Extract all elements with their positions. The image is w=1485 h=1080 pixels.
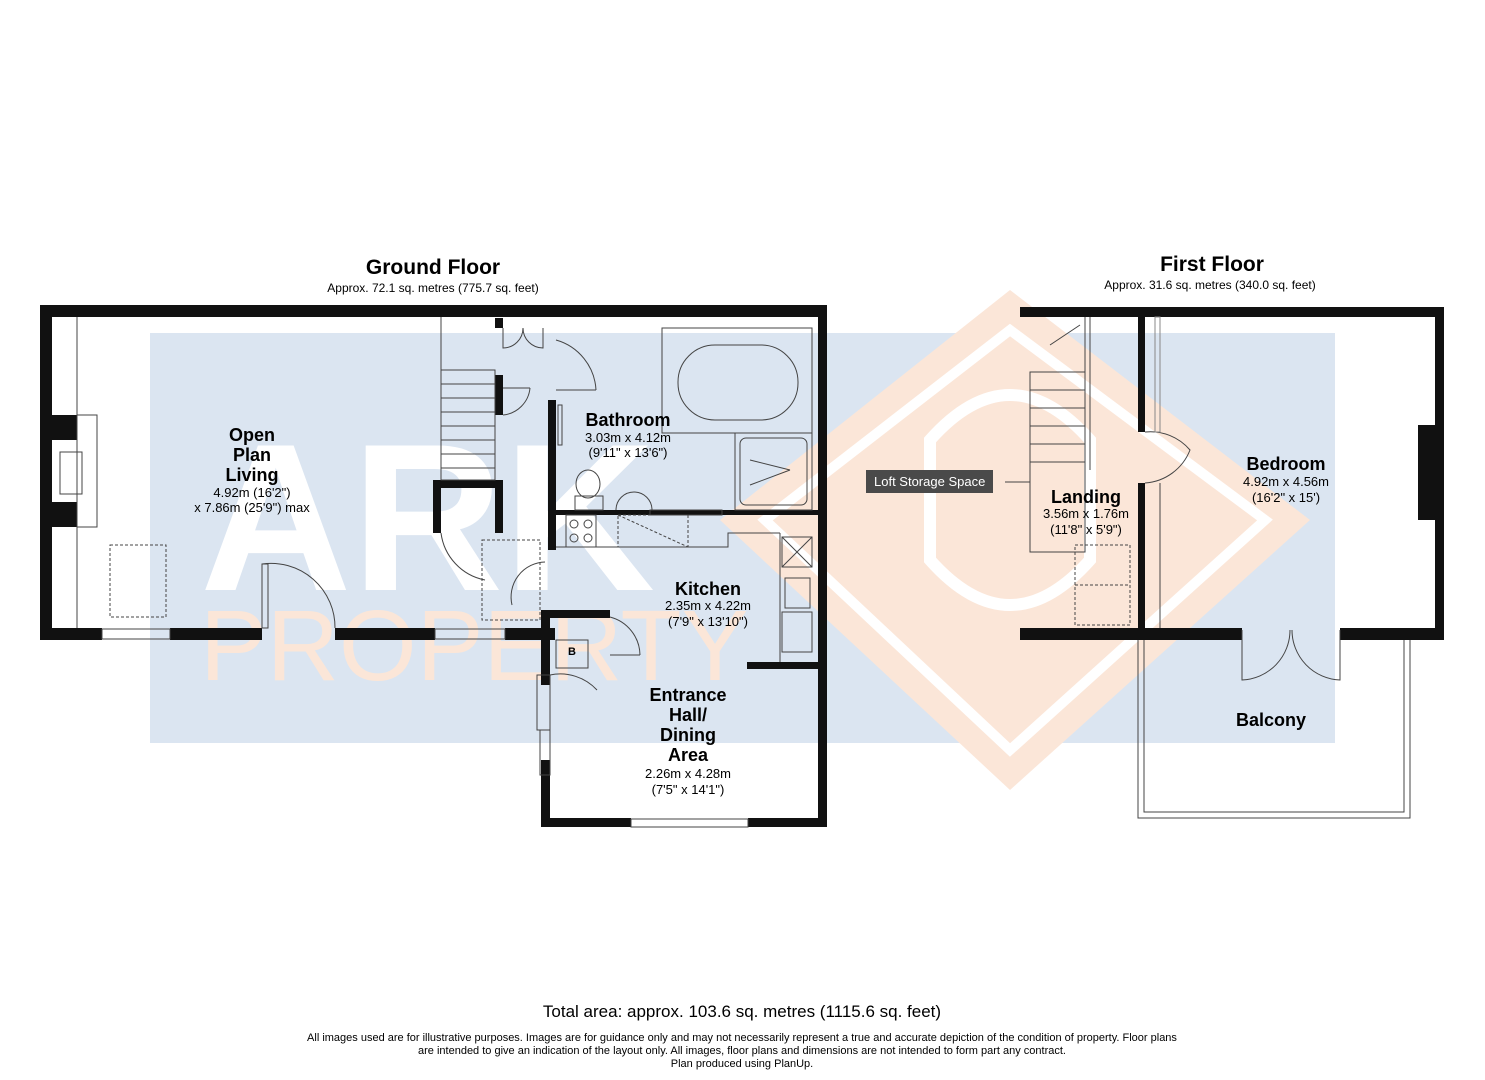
- room-name-entrance-4: Area: [667, 745, 709, 765]
- watermark-text-ark: ARK: [200, 400, 655, 635]
- disclaimer-line-1: All images used are for illustrative pur…: [307, 1032, 1177, 1044]
- room-name-living-3: Living: [225, 465, 279, 485]
- ground-floor-walls: [40, 305, 827, 827]
- first-floor-area: Approx. 31.6 sq. metres (340.0 sq. feet): [1104, 278, 1316, 292]
- disclaimer-line-3: Plan produced using PlanUp.: [670, 1058, 814, 1070]
- room-name-entrance-1: Entrance: [649, 685, 727, 705]
- room-dim-bedroom-1: 4.92m x 4.56m: [1243, 474, 1329, 489]
- first-floor-fixtures: [1005, 316, 1411, 819]
- first-floor-title: First Floor: [1160, 253, 1264, 276]
- room-name-living-1: Open: [228, 425, 275, 445]
- room-dim-living-1: 4.92m (16'2"): [213, 485, 291, 500]
- room-dim-entrance-2: (7'5" x 14'1"): [651, 782, 725, 797]
- boiler-label: B: [568, 646, 576, 658]
- room-name-balcony: Balcony: [1235, 710, 1307, 730]
- room-dim-landing-1: 3.56m x 1.76m: [1043, 506, 1129, 521]
- watermark-logo: ARK PROPERTY: [150, 290, 1335, 790]
- room-name-landing: Landing: [1051, 487, 1121, 507]
- room-dim-entrance-1: 2.26m x 4.28m: [645, 766, 731, 781]
- ground-floor-fixtures: [59, 317, 813, 828]
- room-dim-bathroom-2: (9'11" x 13'6"): [588, 445, 668, 460]
- disclaimer-line-2: are intended to give an indication of th…: [418, 1045, 1066, 1057]
- room-name-entrance-2: Hall/: [668, 705, 707, 725]
- room-name-kitchen: Kitchen: [674, 579, 741, 599]
- room-name-bathroom: Bathroom: [585, 410, 671, 430]
- room-name-entrance-3: Dining: [660, 725, 716, 745]
- ground-floor-title: Ground Floor: [365, 256, 501, 279]
- room-dim-living-2: x 7.86m (25'9") max: [194, 500, 310, 515]
- room-dim-landing-2: (11'8" x 5'9"): [1050, 522, 1122, 537]
- loft-storage-callout: Loft Storage Space: [866, 470, 994, 493]
- room-name-living-2: Plan: [232, 445, 271, 465]
- first-floor-walls: [1020, 307, 1444, 640]
- room-dim-kitchen-1: 2.35m x 4.22m: [665, 598, 751, 613]
- room-name-bedroom: Bedroom: [1246, 454, 1326, 474]
- room-dim-bathroom-1: 3.03m x 4.12m: [585, 430, 671, 445]
- room-dim-kitchen-2: (7'9" x 13'10"): [668, 614, 748, 629]
- watermark-text-property: PROPERTY: [200, 590, 748, 702]
- total-area: Total area: approx. 103.6 sq. metres (11…: [542, 1002, 942, 1021]
- room-dim-bedroom-2: (16'2" x 15'): [1251, 490, 1321, 505]
- ground-floor-area: Approx. 72.1 sq. metres (775.7 sq. feet): [327, 281, 539, 295]
